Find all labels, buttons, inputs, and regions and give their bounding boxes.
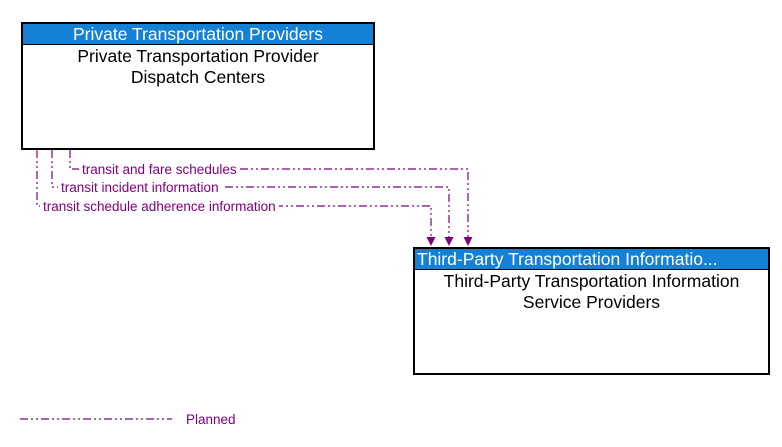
- flow-arrowhead-icon: [426, 237, 436, 246]
- entity-box-third-party-transportation-information[interactable]: Third-Party Transportation Informatio...…: [413, 247, 770, 375]
- flow-label-transit-schedule-adherence-information[interactable]: transit schedule adherence information: [40, 199, 279, 214]
- entity-header[interactable]: Private Transportation Providers: [23, 24, 373, 45]
- flow-label-transit-incident-information[interactable]: transit incident information: [58, 180, 222, 195]
- entity-body-label: Third-Party Transportation Information S…: [443, 271, 740, 312]
- flow-arrowhead-icon: [463, 237, 473, 246]
- entity-box-private-transportation-providers[interactable]: Private Transportation Providers Private…: [21, 22, 375, 150]
- entity-body-label: Private Transportation Provider Dispatch…: [77, 46, 319, 87]
- flow-label-transit-and-fare-schedules[interactable]: transit and fare schedules: [79, 162, 240, 177]
- flow-arrowhead-icon: [444, 237, 454, 246]
- entity-header[interactable]: Third-Party Transportation Informatio...: [415, 249, 768, 270]
- legend-label-planned: Planned: [186, 412, 236, 427]
